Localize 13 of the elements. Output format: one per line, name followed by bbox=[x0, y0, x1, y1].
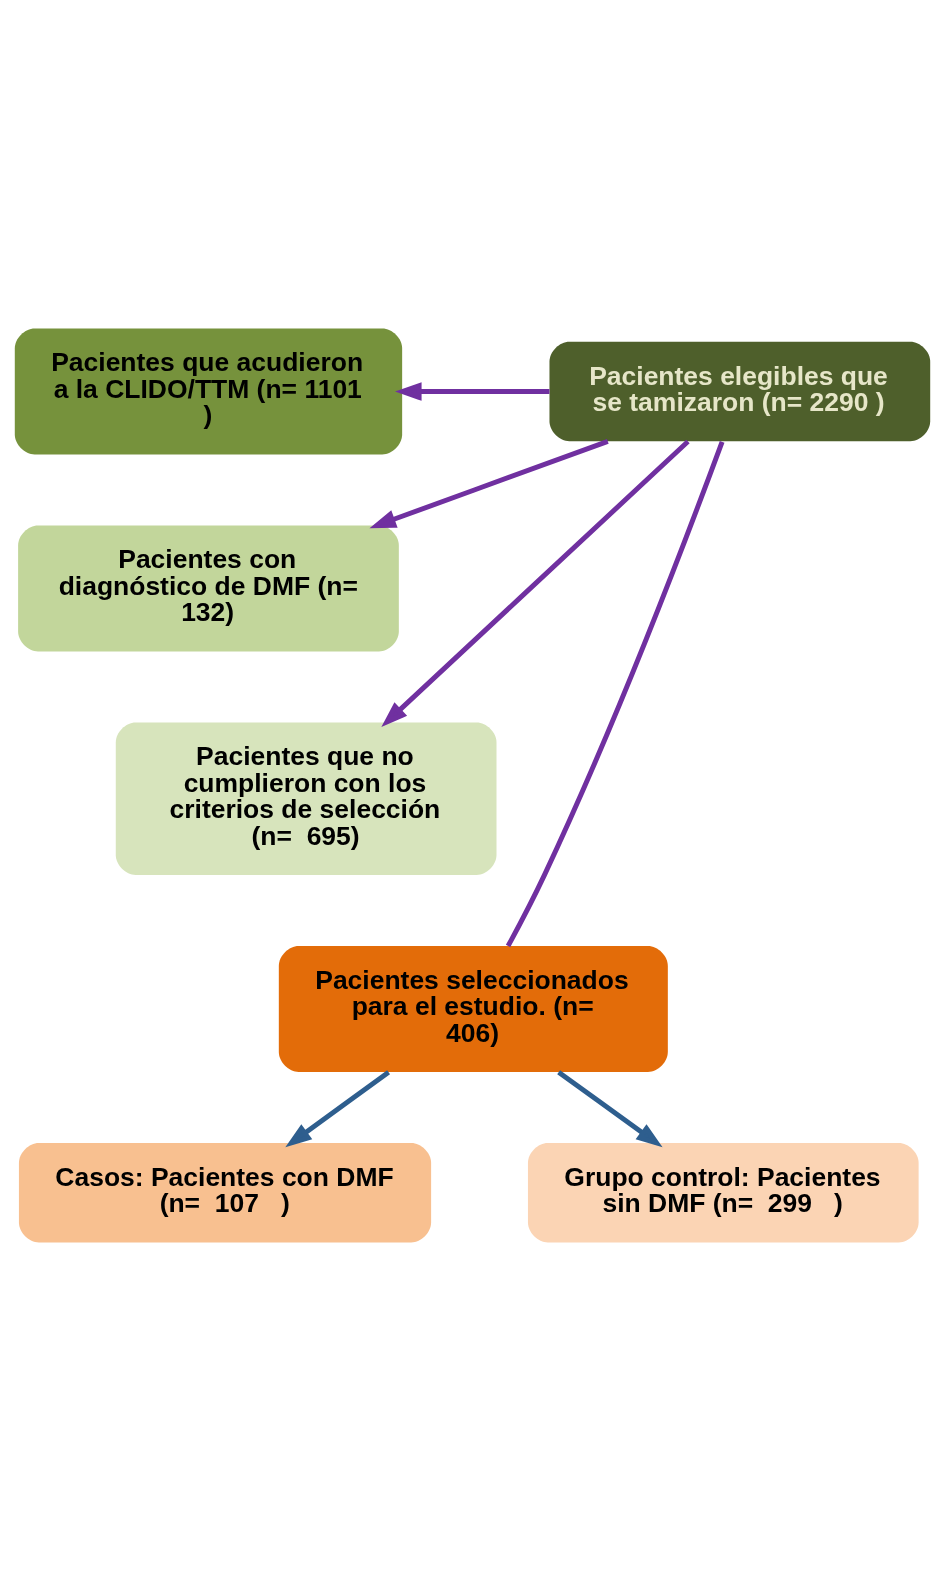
arrow bbox=[395, 382, 550, 401]
arrow bbox=[381, 439, 690, 728]
node-box: Casos: Pacientes con DMF (n= 107 ) bbox=[18, 1143, 432, 1243]
arrow bbox=[557, 1070, 663, 1148]
node-box: Pacientes que acudieron a la CLIDO/TTM (n= 1101 ) bbox=[14, 328, 403, 455]
node-box: Pacientes elegibles que se tamizaron (n= 2290 ) bbox=[549, 341, 931, 442]
arrow bbox=[369, 438, 609, 529]
connector bbox=[505, 440, 725, 948]
node-box: Grupo control: Pacientes sin DMF (n= 299 ) bbox=[527, 1143, 919, 1243]
node-box: Pacientes que no cumplieron con los criterios de selección (n= 695) bbox=[115, 722, 497, 875]
arrow bbox=[285, 1070, 391, 1148]
node-box: Pacientes con diagnóstico de DMF (n= 132) bbox=[18, 525, 399, 652]
node-box: Pacientes seleccionados para el estudio. (n= 406) bbox=[278, 946, 668, 1072]
